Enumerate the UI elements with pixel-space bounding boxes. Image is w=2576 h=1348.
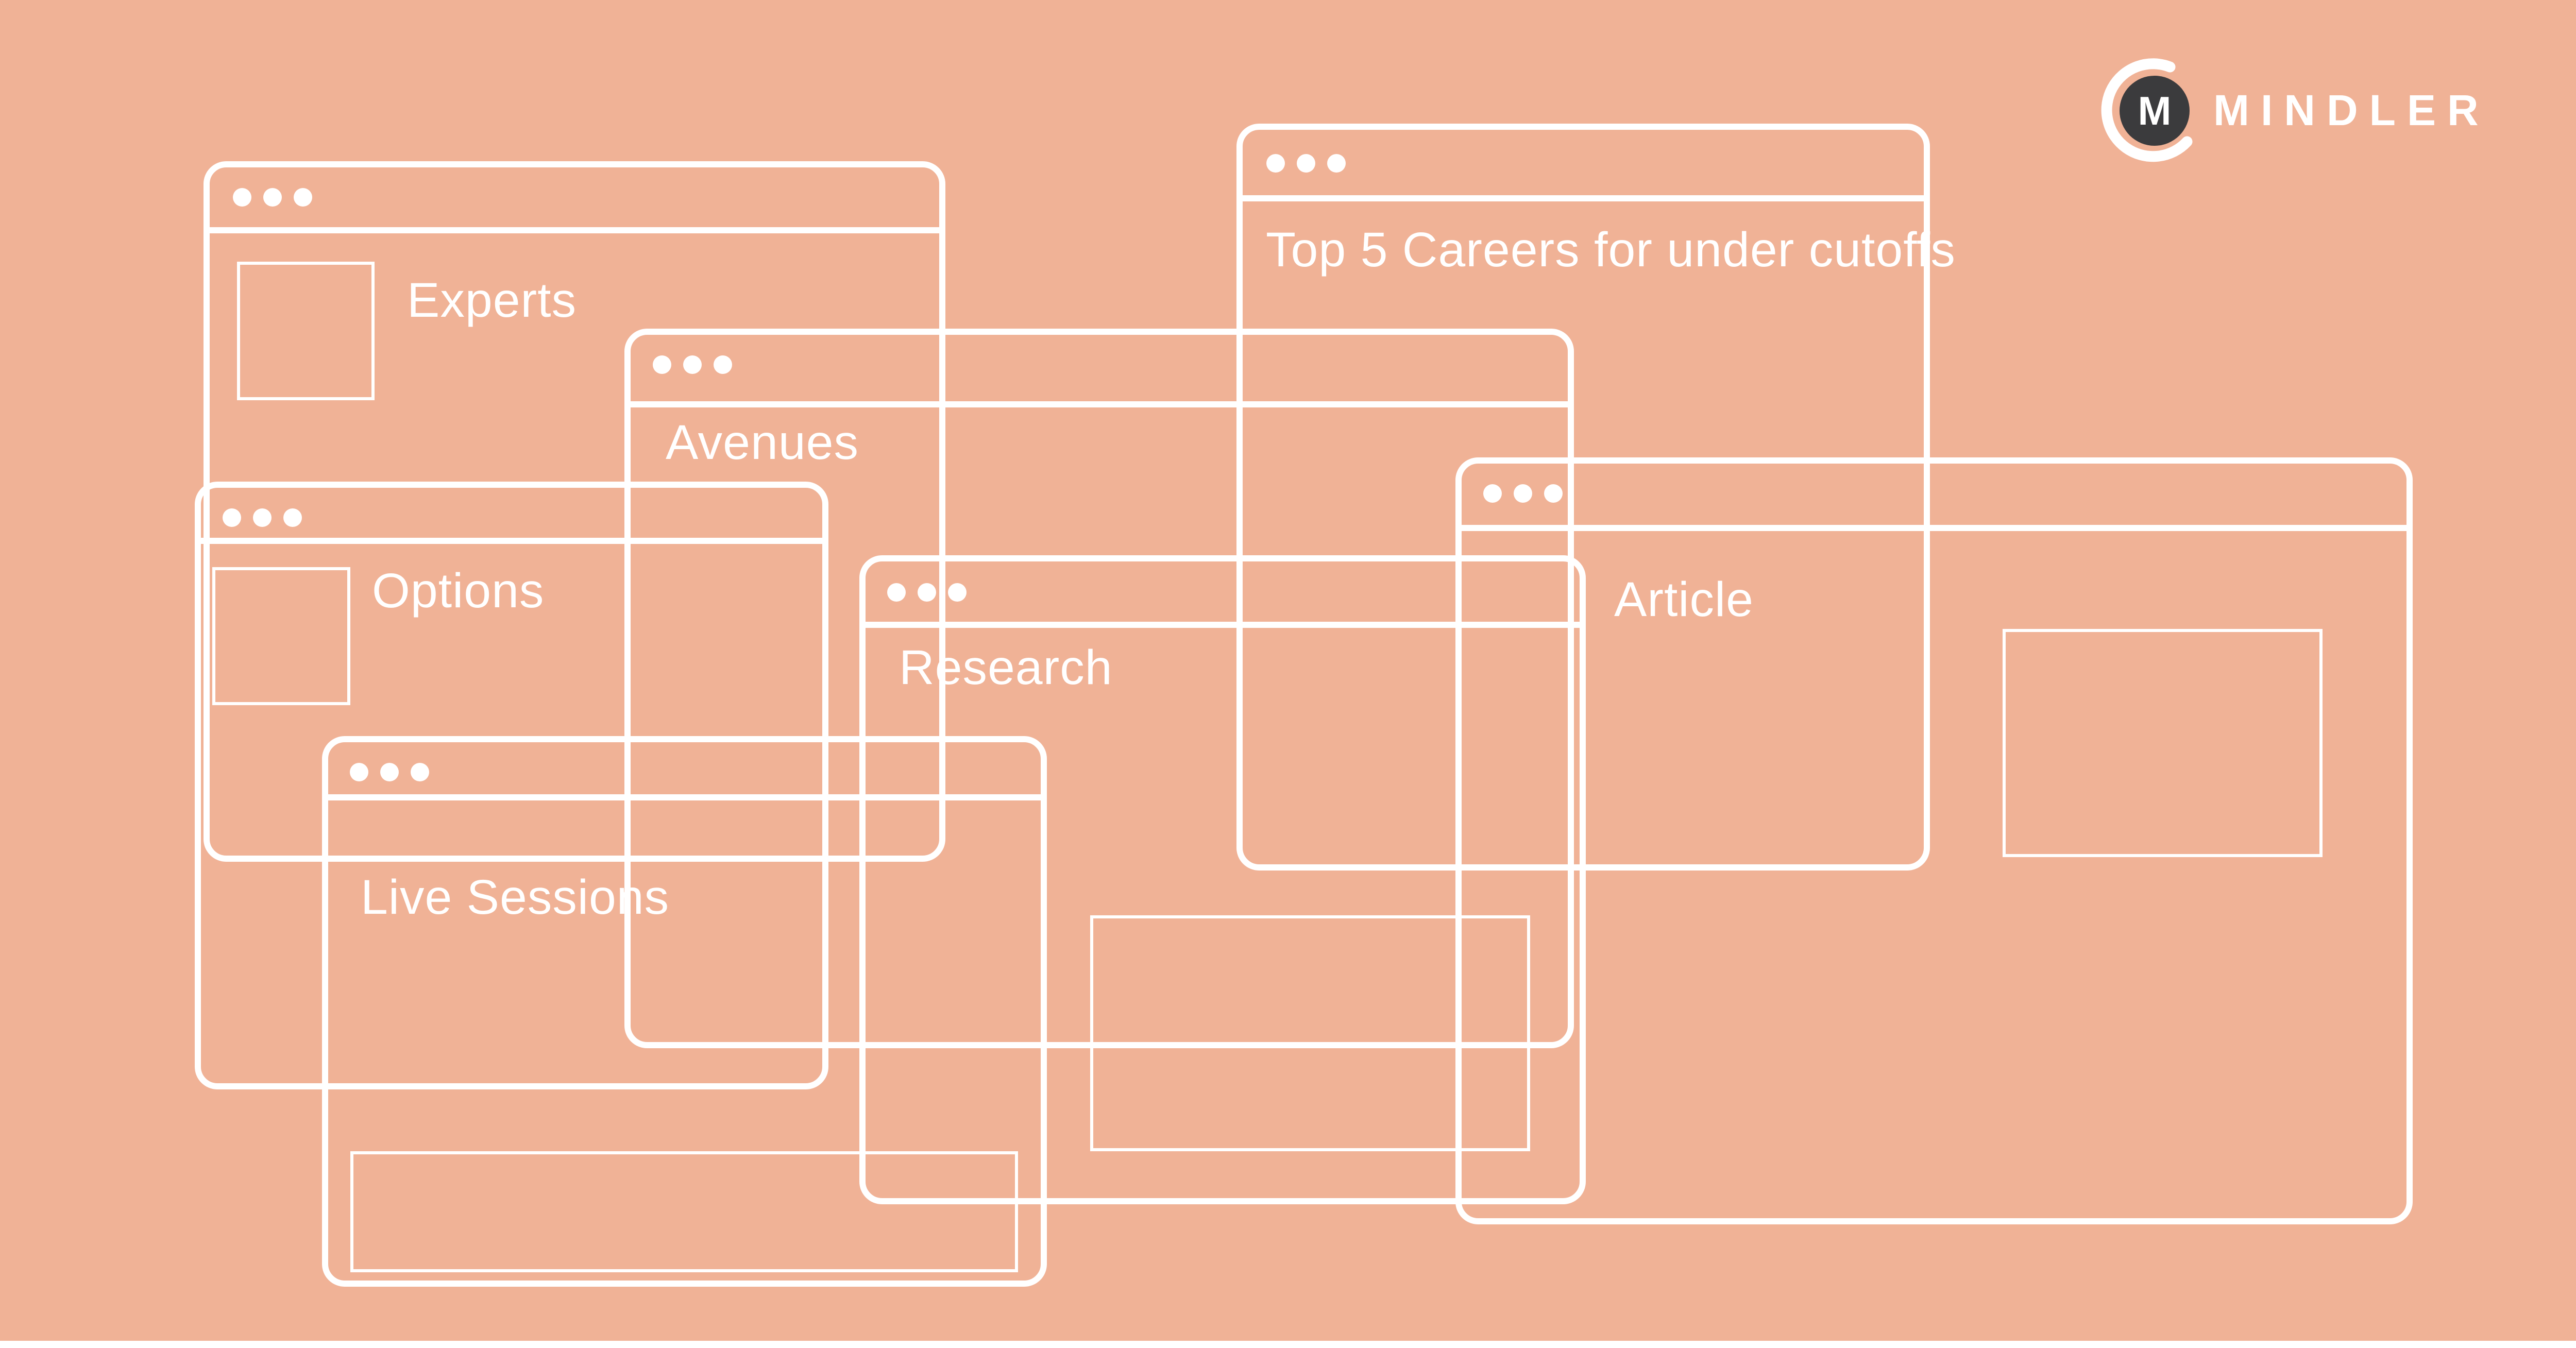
browser-window-options bbox=[195, 482, 828, 1089]
mindler-logo-icon: M bbox=[2101, 58, 2193, 162]
window-dot-icon bbox=[263, 188, 282, 207]
window-dots-icon bbox=[1266, 154, 1346, 173]
titlebar-divider bbox=[1458, 525, 2410, 531]
window-dot-icon bbox=[253, 508, 272, 527]
window-dot-icon bbox=[918, 583, 936, 602]
titlebar-divider bbox=[862, 622, 1583, 628]
titlebar-divider bbox=[197, 538, 826, 544]
titlebar-divider bbox=[1239, 195, 1927, 201]
image-placeholder bbox=[237, 262, 375, 400]
window-dot-icon bbox=[350, 763, 368, 781]
titlebar-divider bbox=[627, 401, 1571, 407]
window-dots-icon bbox=[233, 188, 312, 207]
window-dot-icon bbox=[1266, 154, 1285, 173]
window-dot-icon bbox=[380, 763, 399, 781]
logo-circle bbox=[2120, 76, 2190, 146]
brand-wordmark: MINDLER bbox=[2213, 86, 2490, 134]
window-label-live-sessions: Live Sessions bbox=[361, 870, 670, 925]
window-label-top5-careers: Top 5 Careers for under cutoffs bbox=[1266, 223, 1956, 277]
logo-swoosh-icon bbox=[2101, 58, 2193, 162]
window-dots-icon bbox=[653, 355, 732, 374]
window-label-experts: Experts bbox=[407, 273, 577, 328]
window-dot-icon bbox=[653, 355, 671, 374]
banner-placeholder bbox=[350, 1151, 1018, 1272]
window-dot-icon bbox=[1483, 484, 1502, 503]
window-dot-icon bbox=[1514, 484, 1532, 503]
window-dot-icon bbox=[1544, 484, 1563, 503]
window-label-avenues: Avenues bbox=[666, 415, 859, 470]
window-dots-icon bbox=[223, 508, 302, 527]
window-dots-icon bbox=[1483, 484, 1563, 503]
logo-monogram: M bbox=[2138, 88, 2172, 133]
window-dots-icon bbox=[887, 583, 967, 602]
browser-window-avenues bbox=[624, 329, 1574, 1048]
image-placeholder bbox=[212, 567, 350, 705]
window-dot-icon bbox=[411, 763, 429, 781]
browser-window-live-sessions bbox=[322, 736, 1047, 1287]
window-dot-icon bbox=[887, 583, 906, 602]
window-dot-icon bbox=[948, 583, 967, 602]
window-dot-icon bbox=[294, 188, 312, 207]
window-dot-icon bbox=[283, 508, 302, 527]
window-dot-icon bbox=[223, 508, 241, 527]
browser-window-experts bbox=[204, 161, 945, 862]
image-placeholder bbox=[2003, 629, 2323, 857]
bottom-edge-strip bbox=[0, 1341, 2576, 1348]
window-label-options: Options bbox=[372, 564, 545, 618]
window-dots-icon bbox=[350, 763, 429, 781]
window-dot-icon bbox=[683, 355, 702, 374]
window-dot-icon bbox=[1297, 154, 1315, 173]
window-label-research: Research bbox=[899, 640, 1113, 695]
window-dot-icon bbox=[714, 355, 732, 374]
window-label-article: Article bbox=[1614, 572, 1754, 627]
banner-placeholder bbox=[1090, 915, 1530, 1151]
titlebar-divider bbox=[206, 227, 943, 233]
browser-window-article bbox=[1455, 457, 2413, 1224]
titlebar-divider bbox=[325, 794, 1044, 800]
window-dot-icon bbox=[1327, 154, 1346, 173]
window-dot-icon bbox=[233, 188, 251, 207]
